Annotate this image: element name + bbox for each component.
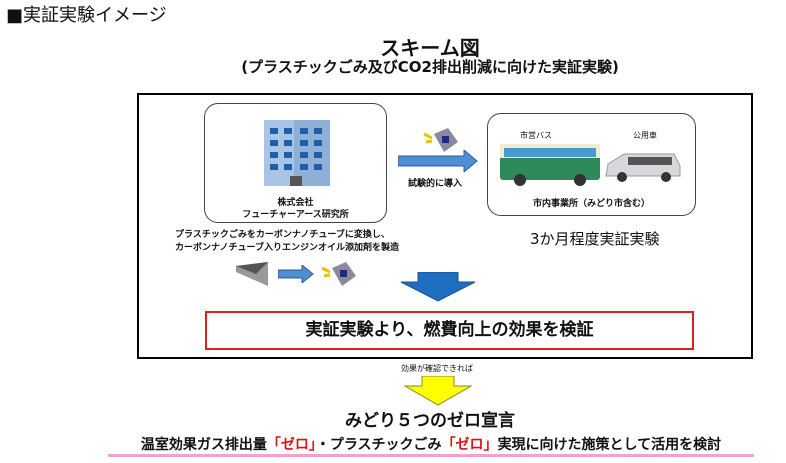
car-label: 公用車 (633, 131, 657, 140)
declaration-title: みどり５つのゼロ宣言 (345, 411, 515, 431)
process-line1: プラスチックごみをカーボンナノチューブに変換し、 (175, 230, 390, 240)
office-building-icon (264, 120, 330, 186)
scheme-title: スキーム図 (380, 36, 480, 60)
summary-part3: 実現に向けた施策として活用を検討 (497, 437, 722, 453)
verification-box: 実証実験より、燃費向上の効果を検証 (205, 311, 694, 350)
summary-part2: ・プラスチックごみ (315, 437, 442, 453)
company-box (204, 103, 387, 223)
zero-highlight: 「ゼロ」 (266, 437, 316, 453)
page-heading: ■実証実験イメージ (6, 5, 167, 26)
vehicles-box (487, 113, 696, 216)
scheme-subtitle: (プラスチックごみ及びCO2排出削減に向けた実証実験) (241, 58, 619, 76)
arrow-right-icon (398, 150, 478, 172)
company-line1: 株式会社 (277, 198, 314, 208)
process-line2: カーボンナノチューブ入りエンジンオイル添加剤を製造 (175, 243, 400, 253)
arrow-down-icon (400, 272, 476, 302)
arrow-label: 試験的に導入 (408, 179, 463, 189)
zero-highlight: 「ゼロ」 (441, 437, 498, 453)
bottom-summary: 温室効果ガス排出量「ゼロ」・プラスチックごみ「ゼロ」実現に向けた施策として活用を… (108, 437, 754, 457)
condition-label: 効果が確認できれば (401, 364, 473, 373)
oil-additive-bottle-icon (423, 128, 458, 152)
oil-additive-bottle-icon (321, 262, 356, 286)
bus-icon (500, 144, 600, 186)
bus-label: 市営バス (520, 131, 552, 140)
scheme-frame (137, 93, 753, 359)
vehicles-caption: 市内事業所（みどり市含む） (532, 199, 650, 209)
carbon-nanotube-icon (236, 262, 268, 286)
arrow-down-icon (404, 376, 472, 406)
summary-part1: 温室効果ガス排出量 (140, 437, 267, 453)
duration-label: 3か月程度実証実験 (530, 230, 660, 248)
arrow-right-icon (278, 265, 314, 283)
car-icon (605, 153, 681, 182)
company-line2: フューチャーアース研究所 (242, 210, 349, 220)
